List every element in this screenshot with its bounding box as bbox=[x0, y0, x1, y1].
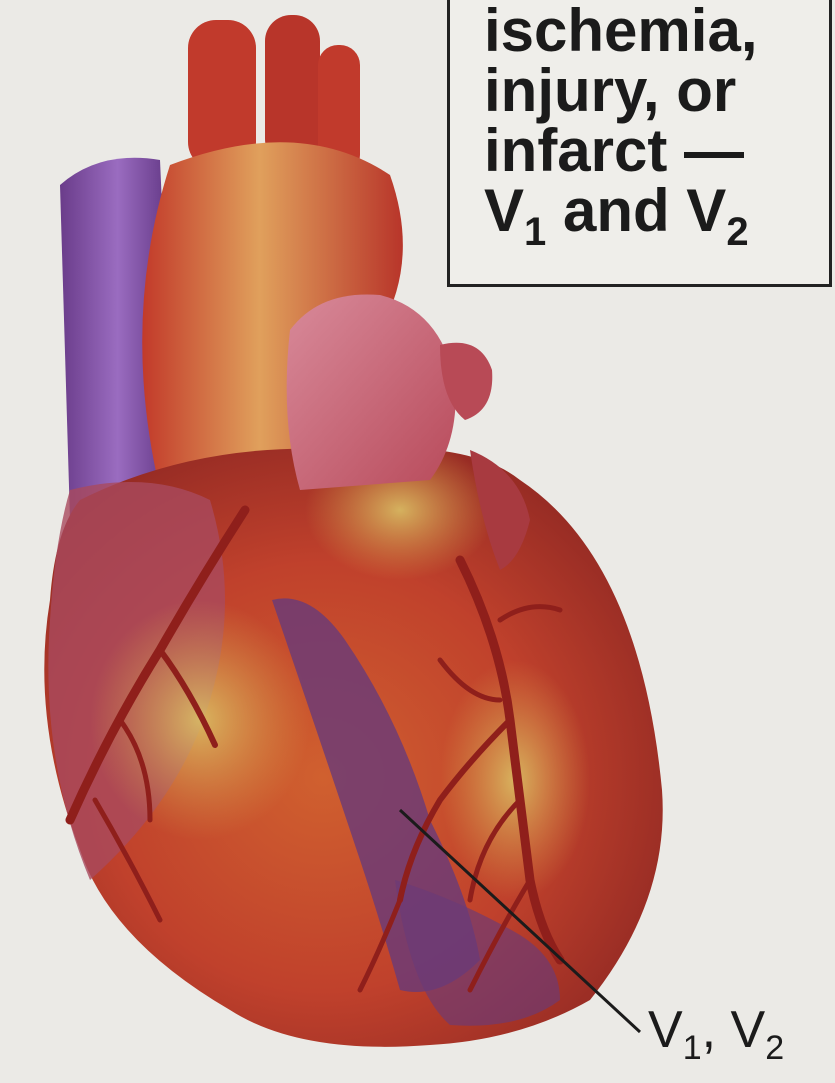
callout-line-2: injury, or bbox=[484, 61, 829, 121]
pulmonary-trunk bbox=[287, 294, 456, 490]
lead-v2-subscript: 2 bbox=[726, 210, 748, 254]
leads-conjunction: and bbox=[546, 177, 686, 244]
lead-v2: V bbox=[686, 177, 726, 244]
lead-label-v2: V bbox=[731, 1001, 766, 1059]
callout-box: ischemia, injury, or infarct — V1 and V2 bbox=[447, 0, 832, 287]
lead-label-v1-subscript: 1 bbox=[683, 1029, 702, 1067]
lead-label-v1: V bbox=[648, 1001, 683, 1059]
lead-label-v2-subscript: 2 bbox=[765, 1029, 784, 1067]
lead-label-separator: , bbox=[702, 1001, 731, 1059]
lead-v1: V bbox=[484, 177, 524, 244]
lead-v1-subscript: 1 bbox=[524, 210, 546, 254]
lead-label: V1, V2 bbox=[648, 1000, 784, 1060]
callout-leads-line: V1 and V2 bbox=[484, 181, 829, 241]
callout-line-3: infarct — bbox=[484, 121, 829, 181]
callout-line-1: ischemia, bbox=[484, 1, 829, 61]
